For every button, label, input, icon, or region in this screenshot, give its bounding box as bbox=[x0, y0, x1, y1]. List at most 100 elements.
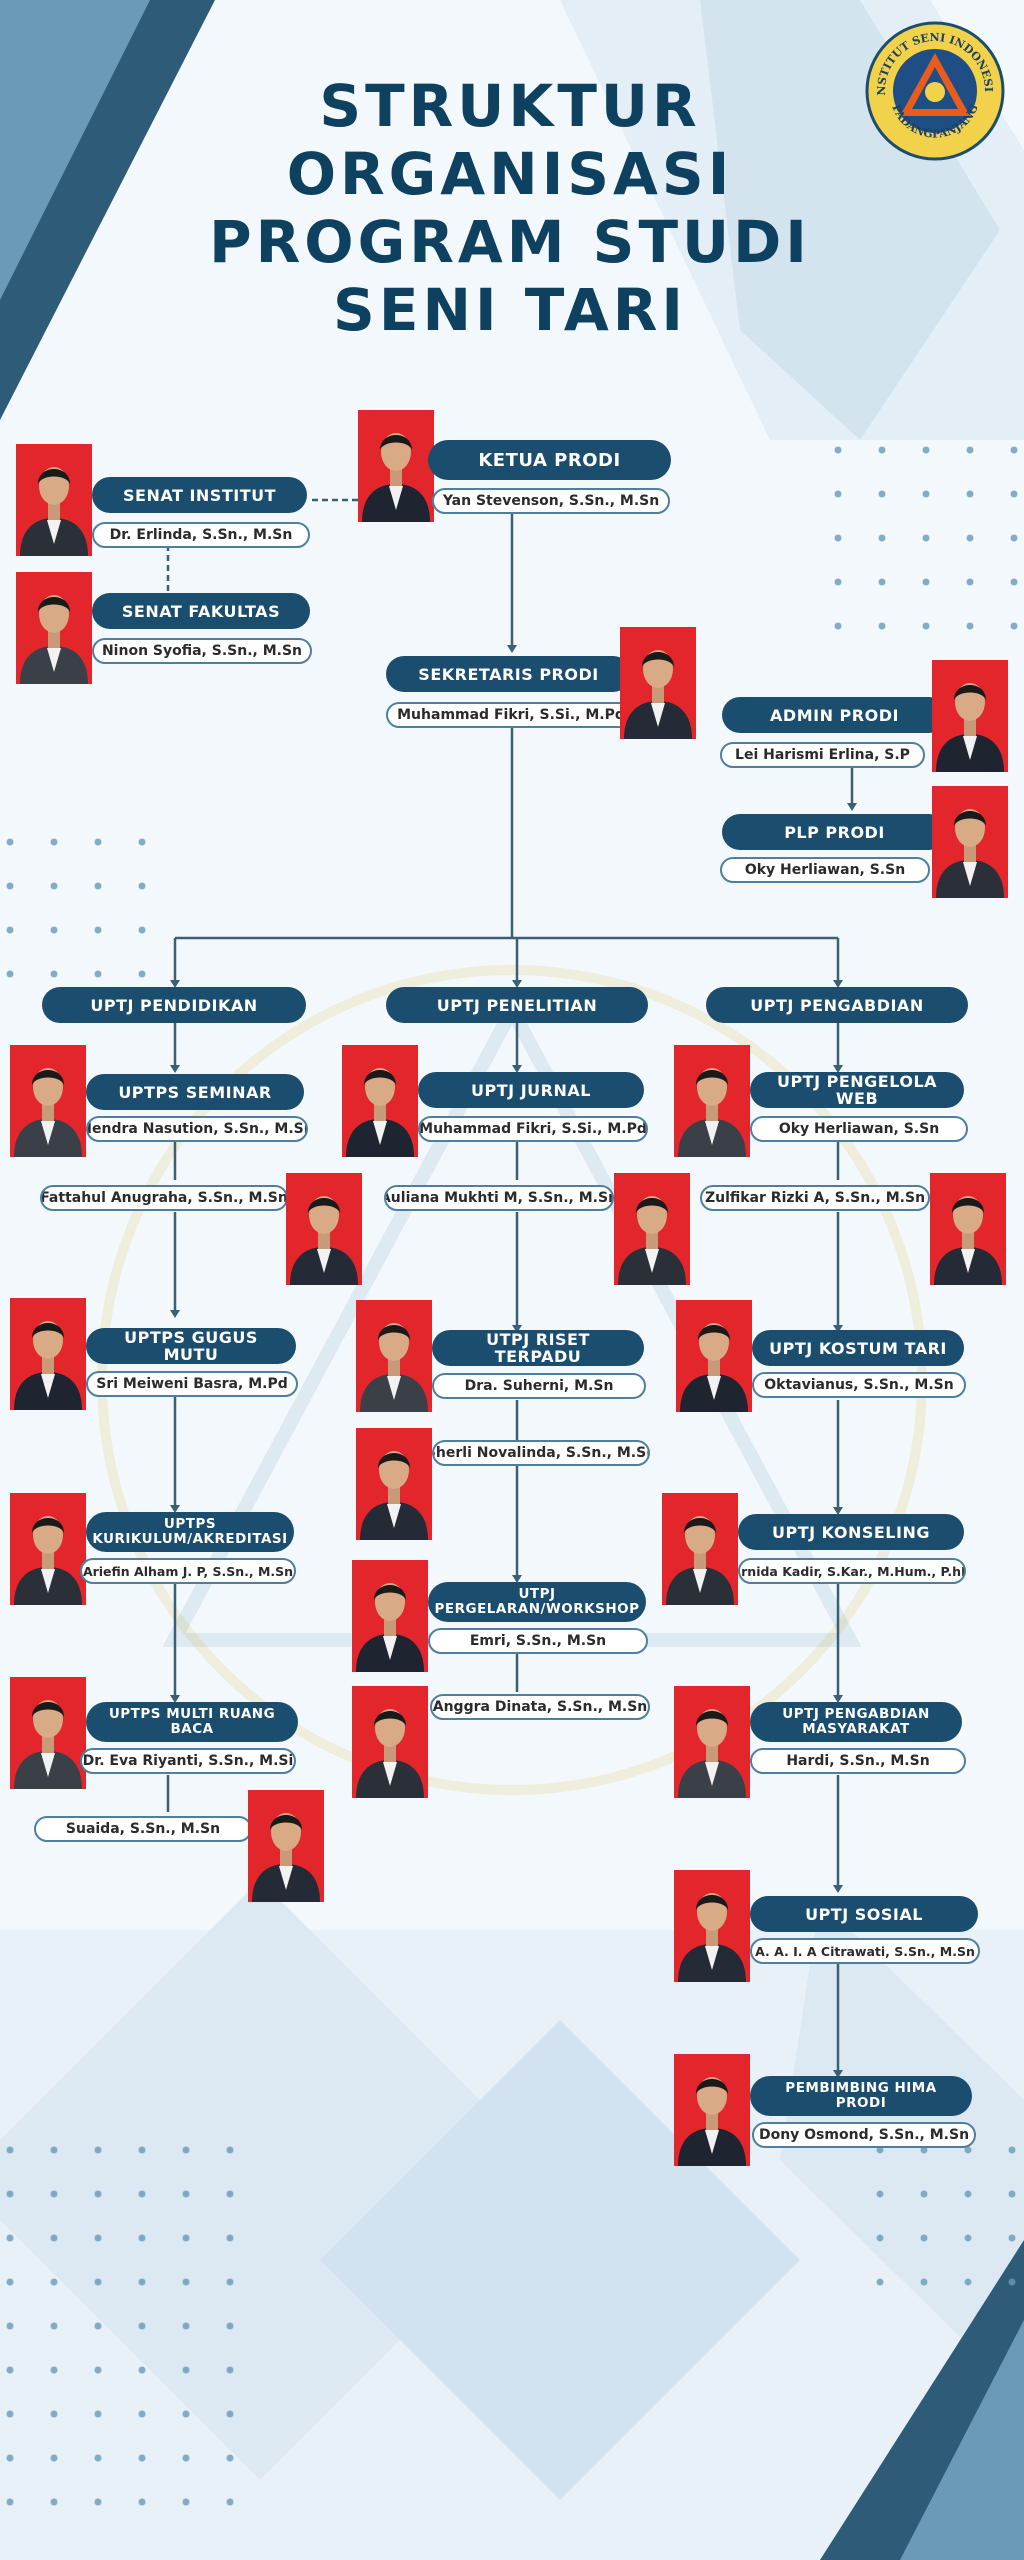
person-silhouette-icon bbox=[678, 1709, 746, 1798]
photo-member-seminar bbox=[286, 1173, 362, 1285]
name-sekretaris-prodi: Muhammad Fikri, S.Si., M.Pd bbox=[386, 702, 636, 728]
name-senat-fakultas: Ninon Syofia, S.Sn., M.Sn bbox=[92, 638, 312, 664]
role-utpj-pergelaran: UTPJ PERGELARAN/WORKSHOP bbox=[428, 1582, 646, 1622]
photo-uptj-konseling bbox=[662, 1493, 738, 1605]
role-utpj-riset: UTPJ RISET TERPADU bbox=[432, 1330, 644, 1366]
photo-uptj-pengabdian-masyarakat bbox=[674, 1686, 750, 1798]
name-uptps-gugus-mutu: Sri Meiweni Basra, M.Pd bbox=[86, 1371, 298, 1397]
name-uptj-sosial: A. A. I. A Citrawati, S.Sn., M.Sn bbox=[750, 1938, 980, 1964]
photo-member-riset bbox=[356, 1428, 432, 1540]
person-silhouette-icon bbox=[356, 1709, 424, 1798]
name-pembimbing-hima: Dony Osmond, S.Sn., M.Sn bbox=[752, 2122, 976, 2148]
name-utpj-riset: Dra. Suherni, M.Sn bbox=[432, 1373, 646, 1399]
role-ketua-prodi: KETUA PRODI bbox=[428, 440, 671, 480]
person-silhouette-icon bbox=[20, 595, 88, 684]
photo-uptps-ruang-baca bbox=[10, 1677, 86, 1789]
photo-member-pergelaran bbox=[352, 1686, 428, 1798]
title-line: PROGRAM STUDI bbox=[209, 208, 811, 276]
person-silhouette-icon bbox=[678, 2077, 746, 2166]
role-uptj-pengabdian-masyarakat: UPTJ PENGABDIAN MASYARAKAT bbox=[750, 1702, 962, 1742]
person-silhouette-icon bbox=[678, 1893, 746, 1982]
role-uptj-kostum-tari: UPTJ KOSTUM TARI bbox=[752, 1330, 964, 1366]
person-silhouette-icon bbox=[362, 433, 430, 522]
member-uptps-seminar: Fattahul Anugraha, S.Sn., M.Sn bbox=[40, 1185, 288, 1211]
role-senat-institut: SENAT INSTITUT bbox=[92, 477, 307, 513]
role-uptj-penelitian: UPTJ PENELITIAN bbox=[386, 987, 648, 1023]
photo-utpj-riset bbox=[356, 1300, 432, 1412]
role-uptj-pengelola-web: UPTJ PENGELOLA WEB bbox=[750, 1072, 964, 1108]
title-line: ORGANISASI bbox=[286, 140, 734, 208]
person-silhouette-icon bbox=[936, 809, 1004, 898]
member-utpj-pergelaran: Anggra Dinata, S.Sn., M.Sn bbox=[430, 1694, 650, 1720]
photo-senat-fakultas bbox=[16, 572, 92, 684]
person-silhouette-icon bbox=[252, 1813, 320, 1902]
member-uptps-ruang-baca: Suaida, S.Sn., M.Sn bbox=[34, 1816, 252, 1842]
name-senat-institut: Dr. Erlinda, S.Sn., M.Sn bbox=[92, 522, 310, 548]
photo-uptj-jurnal bbox=[342, 1045, 418, 1157]
role-sekretaris-prodi: SEKRETARIS PRODI bbox=[386, 656, 631, 692]
person-silhouette-icon bbox=[14, 1068, 82, 1157]
person-silhouette-icon bbox=[678, 1068, 746, 1157]
person-silhouette-icon bbox=[360, 1451, 428, 1540]
name-uptj-jurnal: Muhammad Fikri, S.Si., M.Pd bbox=[418, 1116, 648, 1142]
name-ketua-prodi: Yan Stevenson, S.Sn., M.Sn bbox=[432, 488, 670, 514]
person-silhouette-icon bbox=[360, 1323, 428, 1412]
role-uptps-seminar: UPTPS SEMINAR bbox=[86, 1074, 304, 1110]
person-silhouette-icon bbox=[346, 1068, 414, 1157]
role-uptj-konseling: UPTJ KONSELING bbox=[738, 1514, 964, 1550]
person-silhouette-icon bbox=[290, 1196, 358, 1285]
photo-pembimbing-hima bbox=[674, 2054, 750, 2166]
person-silhouette-icon bbox=[14, 1516, 82, 1605]
role-uptps-kurikulum: UPTPS KURIKULUM/AKREDITASI bbox=[86, 1512, 294, 1552]
photo-member-jurnal bbox=[614, 1173, 690, 1285]
person-silhouette-icon bbox=[14, 1700, 82, 1789]
page-title: STRUKTUR ORGANISASI PROGRAM STUDI SENI T… bbox=[200, 72, 820, 344]
role-uptj-pengabdian: UPTJ PENGABDIAN bbox=[706, 987, 968, 1023]
role-senat-fakultas: SENAT FAKULTAS bbox=[92, 593, 310, 629]
person-silhouette-icon bbox=[936, 683, 1004, 772]
photo-uptj-sosial bbox=[674, 1870, 750, 1982]
photo-admin-prodi bbox=[932, 660, 1008, 772]
person-silhouette-icon bbox=[14, 1321, 82, 1410]
role-uptps-gugus-mutu: UPTPS GUGUS MUTU bbox=[86, 1328, 296, 1364]
photo-uptps-seminar bbox=[10, 1045, 86, 1157]
role-admin-prodi: ADMIN PRODI bbox=[722, 697, 947, 733]
photo-member-web bbox=[930, 1173, 1006, 1285]
photo-uptj-kostum-tari bbox=[676, 1300, 752, 1412]
person-silhouette-icon bbox=[618, 1196, 686, 1285]
title-line: SENI TARI bbox=[333, 276, 687, 344]
name-uptj-pengelola-web: Oky Herliawan, S.Sn bbox=[750, 1116, 968, 1142]
photo-ketua-prodi bbox=[358, 410, 434, 522]
name-uptj-konseling: Ernida Kadir, S.Kar., M.Hum., P.hD bbox=[738, 1558, 966, 1584]
name-plp-prodi: Oky Herliawan, S.Sn bbox=[720, 857, 930, 883]
member-utpj-riset: Sherli Novalinda, S.Sn., M.Sn bbox=[432, 1440, 650, 1466]
person-silhouette-icon bbox=[624, 650, 692, 739]
role-pembimbing-hima: PEMBIMBING HIMA PRODI bbox=[750, 2076, 972, 2116]
member-uptj-pengelola-web: Zulfikar Rizki A, S.Sn., M.Sn bbox=[700, 1185, 930, 1211]
role-uptj-jurnal: UPTJ JURNAL bbox=[418, 1072, 644, 1108]
person-silhouette-icon bbox=[680, 1323, 748, 1412]
photo-uptj-pengelola-web bbox=[674, 1045, 750, 1157]
name-admin-prodi: Lei Harismi Erlina, S.P bbox=[720, 742, 925, 768]
role-uptps-ruang-baca: UPTPS MULTI RUANG BACA bbox=[86, 1702, 298, 1742]
name-uptps-ruang-baca: Dr. Eva Riyanti, S.Sn., M.Si bbox=[80, 1748, 296, 1774]
photo-uptps-kurikulum bbox=[10, 1493, 86, 1605]
person-silhouette-icon bbox=[356, 1583, 424, 1672]
person-silhouette-icon bbox=[934, 1196, 1002, 1285]
title-line: STRUKTUR bbox=[319, 72, 701, 140]
person-silhouette-icon bbox=[666, 1516, 734, 1605]
photo-member-ruang-baca bbox=[248, 1790, 324, 1902]
role-uptj-pendidikan: UPTJ PENDIDIKAN bbox=[42, 987, 306, 1023]
person-silhouette-icon bbox=[20, 467, 88, 556]
name-uptj-kostum-tari: Oktavianus, S.Sn., M.Sn bbox=[752, 1372, 966, 1398]
photo-senat-institut bbox=[16, 444, 92, 556]
role-uptj-sosial: UPTJ SOSIAL bbox=[750, 1896, 978, 1932]
name-uptj-pengabdian-masyarakat: Hardi, S.Sn., M.Sn bbox=[750, 1748, 966, 1774]
name-uptps-kurikulum: Ariefin Alham J. P, S.Sn., M.Sn bbox=[80, 1558, 296, 1584]
member-uptj-jurnal: Auliana Mukhti M, S.Sn., M.Sn bbox=[384, 1185, 614, 1211]
photo-uptps-gugus-mutu bbox=[10, 1298, 86, 1410]
institute-logo: INSTITUT SENI INDONESIA PADANGPANJANG bbox=[864, 20, 1005, 161]
name-uptps-seminar: Hendra Nasution, S.Sn., M.Sn bbox=[86, 1116, 308, 1142]
name-utpj-pergelaran: Emri, S.Sn., M.Sn bbox=[428, 1628, 648, 1654]
